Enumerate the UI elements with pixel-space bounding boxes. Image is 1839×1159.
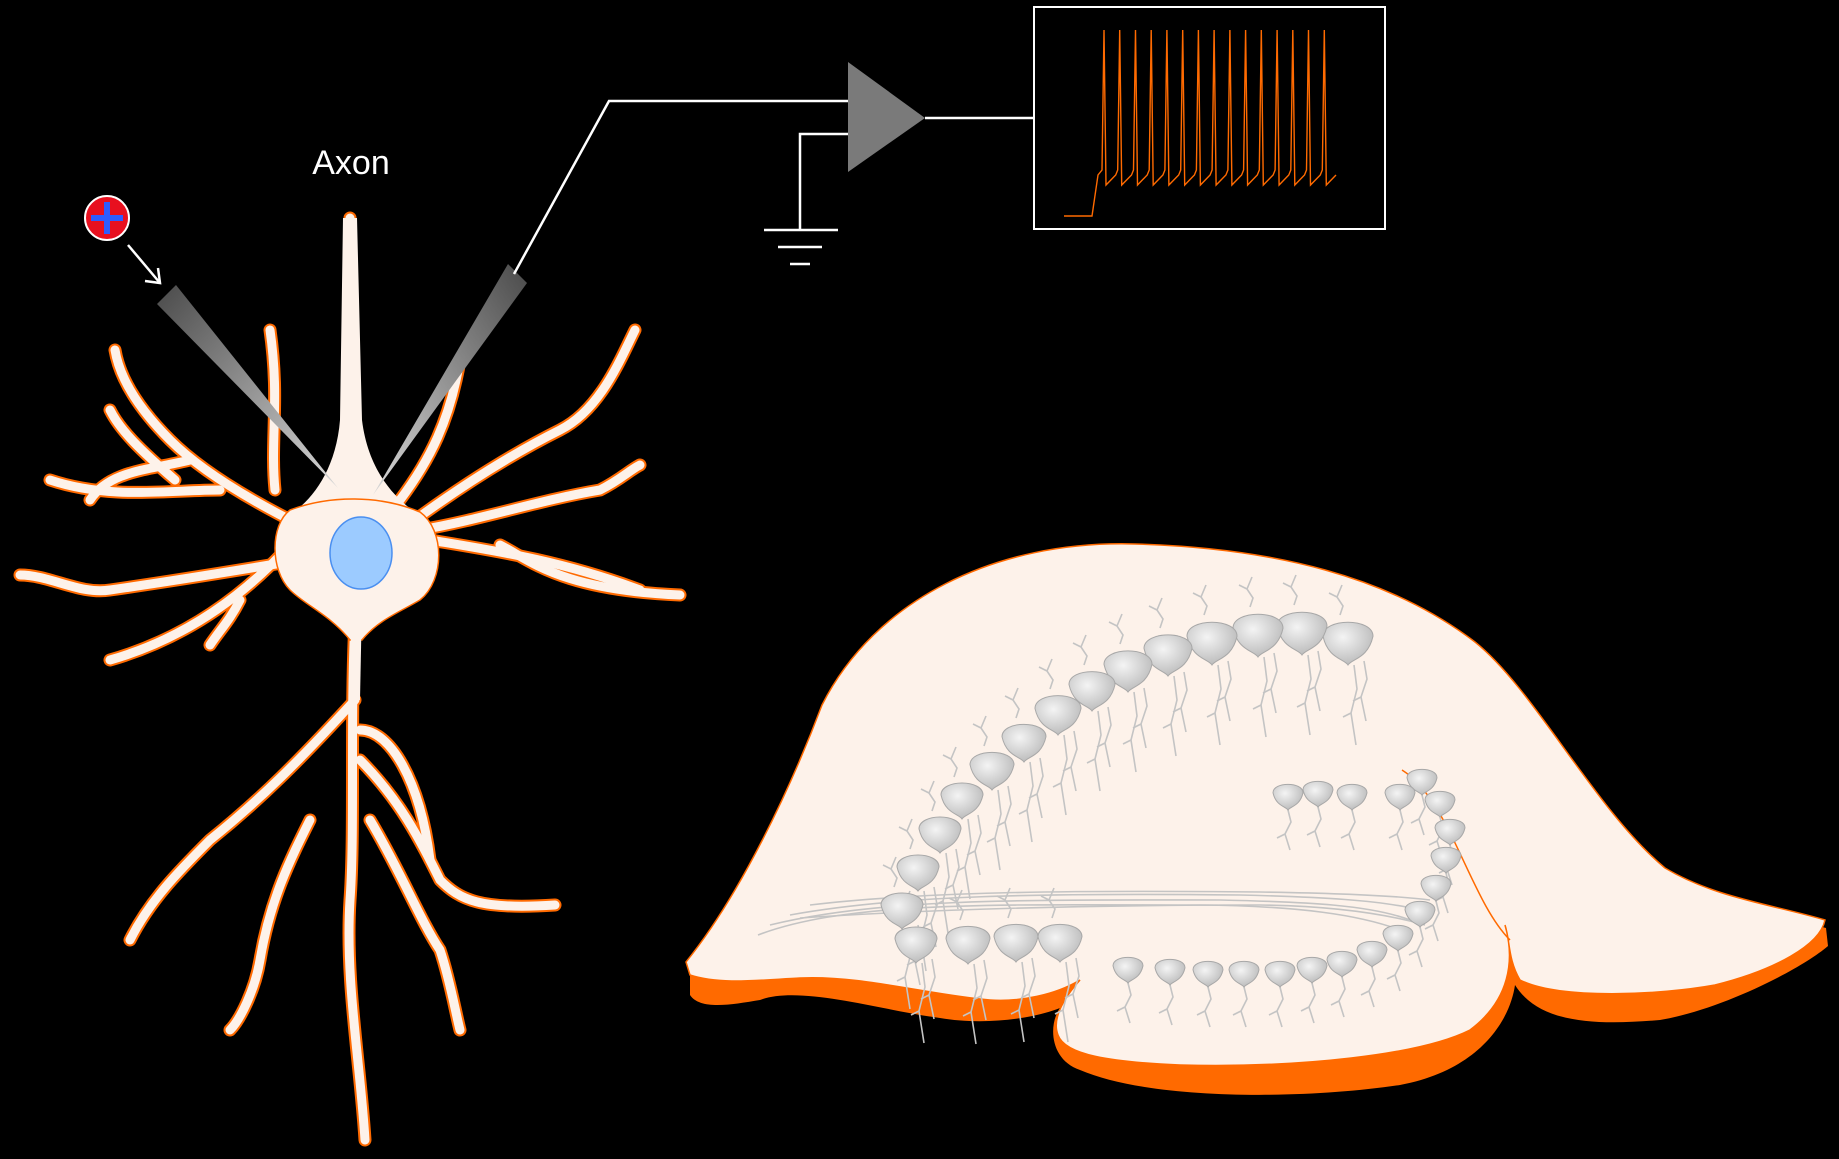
axon-label: Axon — [312, 144, 390, 182]
ground-icon — [764, 230, 838, 264]
oscilloscope-display — [1034, 7, 1385, 229]
hippocampal-slice — [686, 544, 1828, 1095]
positive-charge-icon — [85, 196, 129, 240]
recording-wire — [514, 101, 1034, 274]
apical-dendrite — [290, 218, 420, 515]
pyramidal-neuron — [20, 218, 680, 1140]
arrow-icon — [128, 245, 160, 283]
amplifier-triangle-icon — [848, 62, 925, 172]
nucleus — [330, 517, 392, 589]
